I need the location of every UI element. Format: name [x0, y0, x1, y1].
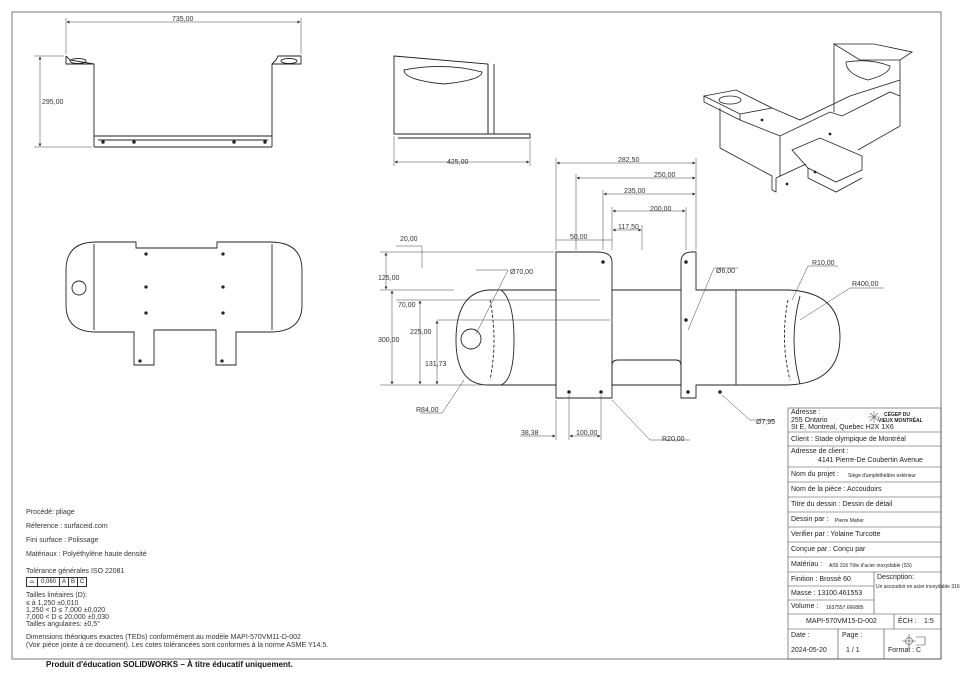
note-t1: ≤ à 1,250 ±0,010 — [26, 600, 79, 607]
dim-phi795: Ø7,95 — [756, 419, 775, 426]
note-ted2: (Voir pièce jointe à ce document). Les c… — [26, 642, 329, 649]
dim-295: 295,00 — [42, 99, 64, 106]
note-t3: 7,000 < D ≤ 20,000 ±0,030 — [26, 614, 109, 621]
tb-adresse-2: St E, Montreal, Quebec H2X 1X6 — [791, 424, 894, 431]
side-view — [393, 55, 531, 139]
tb-adresse-1: 255 Ontario — [791, 417, 828, 424]
note-ted1: Dimensions théoriques exactes (TEDs) con… — [26, 634, 301, 641]
tb-logo-2: VIEUX MONTRÉAL — [878, 418, 923, 424]
tb-volume: 1637557.666885 — [826, 605, 864, 611]
tb-adresse-client: 4141 Pierre-De Coubertin Avenue — [818, 457, 923, 464]
note-fini: Fini surface : Polissage — [26, 537, 99, 544]
logo-emblem — [868, 411, 880, 423]
side-view-dims — [393, 136, 531, 166]
tol-datum-c: C — [78, 577, 88, 587]
tb-adresse-client-label: Adresse de client : — [791, 448, 849, 455]
dim-50: 50,00 — [570, 234, 588, 241]
dim-225: 225,00 — [410, 329, 432, 336]
tol-value: 0,060 — [38, 577, 61, 587]
dim-200: 200,00 — [650, 206, 672, 213]
note-materiaux: Matériaux : Polyéthylène haute densité — [26, 551, 147, 558]
title-block — [787, 407, 942, 660]
dim-38: 38,38 — [521, 430, 539, 437]
tb-client: Client : Stade olympique de Montréal — [791, 436, 906, 443]
tb-masse: Masse : 13100.461553 — [791, 590, 863, 597]
dim-phi6: Ø6,00 — [716, 268, 735, 275]
dimension-labels: 735,00 295,00 425,00 282,50 250,00 235,0… — [42, 16, 879, 443]
tb-echelle: 1:5 — [924, 618, 934, 625]
tb-titre: Titre du dessin : Dessin de détail — [791, 501, 893, 508]
tb-materiau: AISI 316 Tôle d'acier inoxydable (SS) — [829, 563, 912, 569]
tb-projet-label: Nom du projet : — [791, 471, 839, 478]
tb-projet: Siège d'amphithéâtre extérieur — [848, 473, 916, 479]
footer-educational: Produit d'éducation SOLIDWORKS – À titre… — [46, 660, 293, 669]
dim-phi70: Ø70,00 — [510, 269, 533, 276]
tb-dessin-nom: Pierre Maher — [835, 518, 864, 524]
tb-materiau-label: Matériau : — [791, 561, 823, 568]
tb-description: Un accoudoir en acier inoxydable 316 — [876, 584, 960, 590]
tb-page-label: Page : — [842, 632, 863, 639]
dim-117: 117,50 — [618, 224, 639, 231]
dim-300: 300,00 — [378, 337, 400, 344]
tb-date-label: Date : — [791, 632, 810, 639]
dim-r400: R400,00 — [852, 281, 879, 288]
tb-description-label: Description: — [877, 574, 914, 581]
dim-250: 250,00 — [654, 172, 676, 179]
dim-r84: R84,00 — [416, 407, 439, 414]
dim-100: 100,00 — [576, 430, 598, 437]
tb-concue: Conçue par : Conçu par — [791, 546, 866, 553]
dim-425: 425,00 — [447, 159, 469, 166]
tb-date: 2024-05-20 — [791, 647, 827, 654]
dim-125: 125,00 — [378, 275, 400, 282]
note-reference: Réference : surfaceid.com — [26, 523, 108, 530]
dim-20: 20,00 — [400, 236, 418, 243]
front-view-dims — [34, 18, 302, 148]
note-t2: 1,250 < D ≤ 7,000 ±0,020 — [26, 607, 106, 614]
tb-page: 1 / 1 — [846, 647, 860, 654]
dim-131: 131,73 — [425, 361, 447, 368]
dim-r20: R20,00 — [662, 436, 685, 443]
tb-piece: Nom de la pièce : Accoudoirs — [791, 486, 882, 493]
flat-pattern — [455, 251, 841, 399]
flat-pattern-dims — [380, 158, 884, 441]
note-procede: Procédé: pliage — [26, 509, 75, 516]
front-view — [65, 55, 302, 148]
tb-logo-1: CÉGEP DU — [884, 412, 911, 418]
tb-echelle-label: ÉCH : — [898, 618, 917, 625]
dim-235: 235,00 — [624, 188, 646, 195]
sheet-border — [11, 11, 942, 660]
tb-verifier: Verifier par : Yolaine Turcotte — [791, 531, 881, 538]
dim-70: 70,00 — [398, 302, 416, 309]
tb-adresse-label: Adresse : — [791, 409, 821, 416]
note-tolerance-title: Tolérance générales ISO 22081 — [26, 568, 125, 575]
note-tailles-lin: Tailles linéaires (D): — [26, 592, 88, 599]
tb-finition: Finition : Brossé 60 — [791, 576, 851, 583]
profile-icon: ⌓ — [26, 577, 38, 587]
tb-numero: MAPI-570VM15-D-002 — [806, 618, 877, 625]
tol-datum-a: A — [60, 577, 70, 587]
top-view — [65, 241, 303, 366]
tb-format: Format : C — [888, 647, 922, 654]
isometric-view — [702, 43, 914, 193]
dim-282: 282,50 — [618, 157, 640, 164]
note-tailles-ang: Tailles angulaires: ±0,5° — [26, 621, 100, 628]
tb-volume-label: Volume : — [791, 603, 819, 610]
tolerance-frame: ⌓ 0,060 A B C — [26, 577, 88, 587]
dim-r10: R10,00 — [812, 260, 835, 267]
tol-datum-b: B — [69, 577, 79, 587]
tb-dessin-par: Dessin par : — [791, 516, 829, 523]
dim-735: 735,00 — [172, 16, 194, 23]
